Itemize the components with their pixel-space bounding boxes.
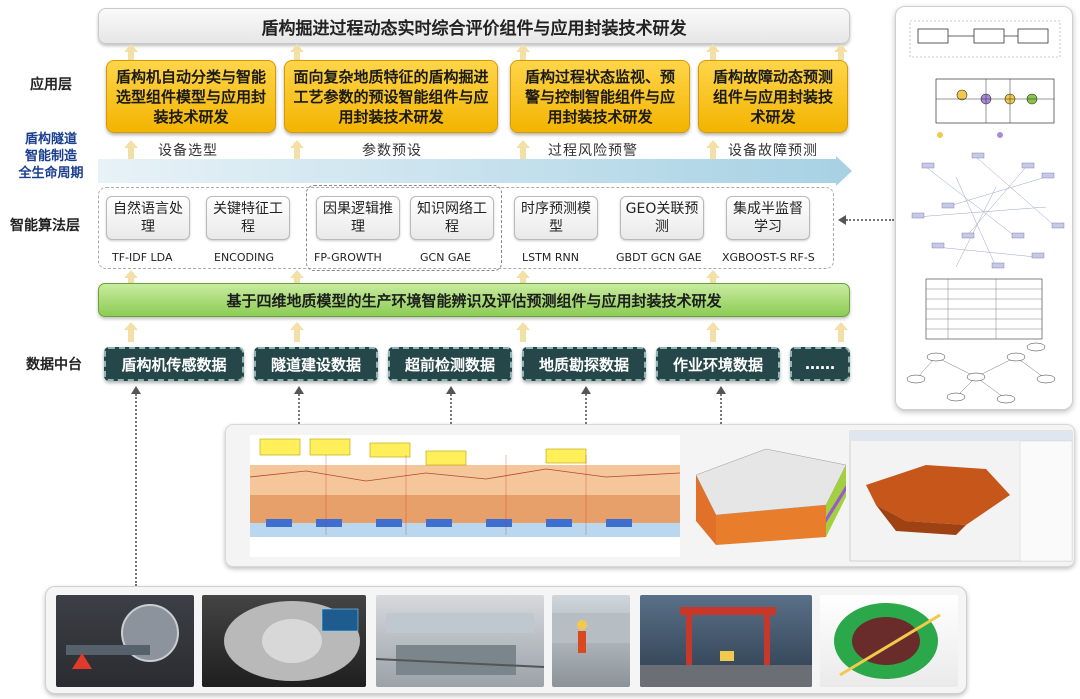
algo-tag: XGBOOST-S RF-S bbox=[722, 251, 815, 264]
stage-label-fault: 设备故障预测 bbox=[728, 143, 818, 159]
connector-arrowhead bbox=[838, 215, 846, 225]
photo-gantry-crane bbox=[640, 595, 812, 687]
data-box-more: …… bbox=[790, 347, 850, 381]
connector-arrowhead bbox=[716, 386, 726, 394]
connector-line bbox=[298, 394, 300, 424]
lifecycle-line: 全生命周期 bbox=[18, 166, 84, 181]
up-arrow bbox=[516, 44, 530, 60]
app-box-process-monitoring: 盾构过程状态监视、预警与控制智能组件与应用封装技术研发 bbox=[510, 60, 690, 133]
connector-arrowhead bbox=[294, 386, 304, 394]
app-box-parameter-preset: 面向复杂地质特征的盾构掘进工艺参数的预设智能组件与应用封装技术研发 bbox=[284, 60, 498, 133]
data-box-geological-survey: 地质勘探数据 bbox=[522, 347, 646, 381]
up-arrow bbox=[706, 44, 720, 60]
up-arrow bbox=[124, 140, 138, 160]
algo-tag: FP-GROWTH bbox=[314, 251, 382, 264]
photo-construction-site bbox=[376, 595, 544, 687]
geology-model-banner: 基于四维地质模型的生产环境智能辨识及评估预测组件与应用封装技术研发 bbox=[98, 283, 850, 317]
lifecycle-arrow-head bbox=[836, 156, 852, 186]
photo-worker bbox=[552, 595, 630, 687]
site-illustration bbox=[376, 613, 544, 675]
connector-line bbox=[720, 394, 722, 424]
photo-tunnel-segment bbox=[202, 595, 366, 687]
algo-box-causal-reasoning: 因果逻辑推理 bbox=[316, 196, 400, 240]
layer-label-algorithm: 智能算法层 bbox=[10, 218, 80, 234]
connector-arrowhead bbox=[131, 386, 141, 394]
up-arrow bbox=[516, 322, 530, 342]
layer-label-data: 数据中台 bbox=[26, 357, 82, 373]
stage-label-parameters: 参数预设 bbox=[362, 143, 422, 159]
lifecycle-line: 智能制造 bbox=[24, 149, 77, 164]
data-box-advance-detection: 超前检测数据 bbox=[388, 347, 512, 381]
algo-tag: ENCODING bbox=[214, 251, 274, 264]
stage-label-equipment: 设备选型 bbox=[158, 143, 218, 159]
up-arrow bbox=[706, 140, 720, 160]
up-arrow bbox=[290, 44, 304, 60]
up-arrow bbox=[124, 44, 138, 60]
app-box-fault-prediction: 盾构故障动态预测组件与应用封装技术研发 bbox=[698, 60, 848, 133]
algorithm-subframe bbox=[306, 185, 502, 271]
up-arrow bbox=[834, 322, 848, 342]
data-box-tunnel-construction: 隧道建设数据 bbox=[254, 347, 378, 381]
algo-box-feature-engineering: 关键特征工程 bbox=[206, 196, 290, 240]
connector-arrowhead bbox=[446, 386, 456, 394]
algo-box-semi-supervised: 集成半监督学习 bbox=[726, 196, 810, 240]
top-title-banner: 盾构掘进过程动态实时综合评价组件与应用封装技术研发 bbox=[98, 8, 850, 44]
algo-box-knowledge-network: 知识网络工程 bbox=[410, 196, 494, 240]
up-arrow bbox=[290, 140, 304, 160]
model-illustration bbox=[904, 13, 1066, 404]
photo-tbm-model bbox=[56, 595, 194, 687]
stage-label-risk: 过程风险预警 bbox=[548, 143, 638, 159]
up-arrow bbox=[516, 270, 530, 284]
tunnel-illustration bbox=[224, 601, 360, 681]
connector-line bbox=[135, 394, 137, 586]
app-box-equipment-selection: 盾构机自动分类与智能选型组件模型与应用封装技术研发 bbox=[106, 60, 276, 133]
up-arrow bbox=[290, 270, 304, 284]
connector-line bbox=[846, 219, 894, 221]
cutaway-illustration bbox=[834, 603, 941, 679]
up-arrow bbox=[124, 322, 138, 342]
up-arrow bbox=[706, 270, 720, 284]
algo-tag: TF-IDF LDA bbox=[112, 251, 173, 264]
up-arrow bbox=[706, 322, 720, 342]
up-arrow bbox=[124, 270, 138, 284]
lifecycle-label: 盾构隧道 智能制造 全生命周期 bbox=[6, 131, 96, 182]
up-arrow bbox=[290, 322, 304, 342]
connector-arrowhead bbox=[581, 386, 591, 394]
algo-tag: LSTM RNN bbox=[522, 251, 579, 264]
worker-illustration bbox=[552, 613, 630, 653]
algorithm-frame bbox=[98, 187, 834, 269]
algo-box-geo-prediction: GEO关联预测 bbox=[620, 196, 704, 240]
data-box-work-environment: 作业环境数据 bbox=[656, 347, 780, 381]
model-illustration-panel bbox=[895, 6, 1073, 410]
geology-image-panel bbox=[225, 424, 1075, 567]
up-arrow bbox=[834, 44, 848, 60]
tbm-illustration bbox=[66, 604, 179, 669]
algo-box-nlp: 自然语言处理 bbox=[106, 196, 190, 240]
layer-label-application: 应用层 bbox=[30, 77, 72, 93]
photo-tbm-cutaway bbox=[820, 595, 958, 687]
algo-tag: GCN GAE bbox=[420, 251, 471, 264]
connector-line bbox=[450, 394, 452, 424]
lifecycle-line: 盾构隧道 bbox=[24, 132, 77, 147]
site-photo-panel bbox=[45, 586, 967, 694]
connector-line bbox=[585, 394, 587, 424]
algo-tag: GBDT GCN GAE bbox=[616, 251, 702, 264]
up-arrow bbox=[516, 140, 530, 160]
data-box-tbm-sensor: 盾构机传感数据 bbox=[104, 347, 244, 381]
lifecycle-arrow bbox=[98, 159, 836, 183]
crane-illustration bbox=[640, 607, 812, 687]
geology-illustration bbox=[249, 430, 1073, 562]
algo-box-time-series: 时序预测模型 bbox=[514, 196, 598, 240]
